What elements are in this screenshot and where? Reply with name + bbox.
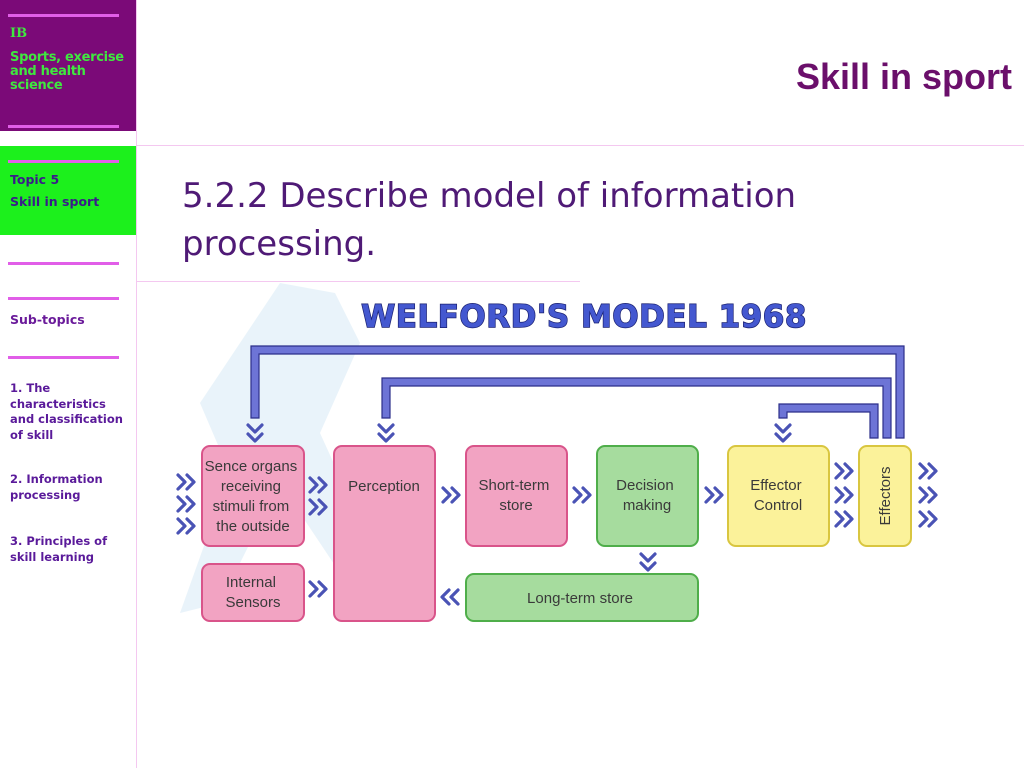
perception-box <box>333 445 436 622</box>
brand-ib: IB <box>10 26 28 41</box>
welford-model-diagram: WELFORD'S MODEL 1968 Sence organs receiv… <box>176 283 938 622</box>
subtopic-link-2[interactable]: 2. Information processing <box>10 472 103 502</box>
short-term-store-box <box>465 445 568 547</box>
short-term-store-label: Short-term store <box>478 477 553 514</box>
header-divider <box>137 145 1024 146</box>
feedback-entry-chevrons <box>246 423 792 443</box>
internal-to-perception-chevrons <box>308 580 328 598</box>
divider <box>8 160 119 163</box>
decision-making-box <box>596 445 699 547</box>
subtopic-link-1[interactable]: 1. The characteristics and classificatio… <box>10 381 123 442</box>
brand-subject: Sports, exercise and health science <box>10 50 124 93</box>
perception-label: Perception <box>348 478 420 495</box>
sense-organs-box <box>201 445 305 547</box>
topic-name: Skill in sport <box>10 194 100 209</box>
control-to-effectors-chevrons <box>834 462 854 528</box>
heading-divider <box>137 281 580 282</box>
effectors-box <box>858 445 912 547</box>
perception-to-stm-chevrons <box>441 486 461 504</box>
sense-organs-label: Sence organs receiving stimuli from the … <box>205 458 302 535</box>
output-chevrons <box>918 462 938 528</box>
decision-making-label: Decision making <box>616 477 678 514</box>
internal-sensors-box <box>201 563 305 622</box>
feedback-loops <box>250 345 905 439</box>
effector-control-label: Effector Control <box>750 477 806 514</box>
effectors-label: Effectors <box>877 467 894 526</box>
slide-heading: 5.2.2 Describe model of information proc… <box>182 176 797 264</box>
divider <box>8 125 119 128</box>
brand-block: IB Sports, exercise and health science <box>0 0 136 131</box>
decision-to-ltm-chevrons <box>639 552 657 572</box>
internal-sensors-label: Internal Sensors <box>225 574 280 611</box>
input-chevrons <box>176 473 196 535</box>
topic-number: Topic 5 <box>10 172 60 187</box>
decision-to-effector-chevrons <box>704 486 724 504</box>
diagram-title: WELFORD'S MODEL 1968 <box>361 299 807 335</box>
subtopic-link-3[interactable]: 3. Principles of skill learning <box>10 534 108 564</box>
sidebar: IB Sports, exercise and health science T… <box>0 0 137 768</box>
long-term-store-label: Long-term store <box>527 590 633 607</box>
divider <box>8 356 119 359</box>
long-term-store-box <box>465 573 699 622</box>
divider <box>8 297 119 300</box>
ltm-to-perception-chevrons <box>440 588 460 606</box>
page-title: Skill in sport <box>795 56 1012 97</box>
divider <box>8 262 119 265</box>
stm-to-decision-chevrons <box>572 486 592 504</box>
divider <box>8 14 119 17</box>
subtopics-label: Sub-topics <box>10 312 85 327</box>
effector-control-box <box>727 445 830 547</box>
